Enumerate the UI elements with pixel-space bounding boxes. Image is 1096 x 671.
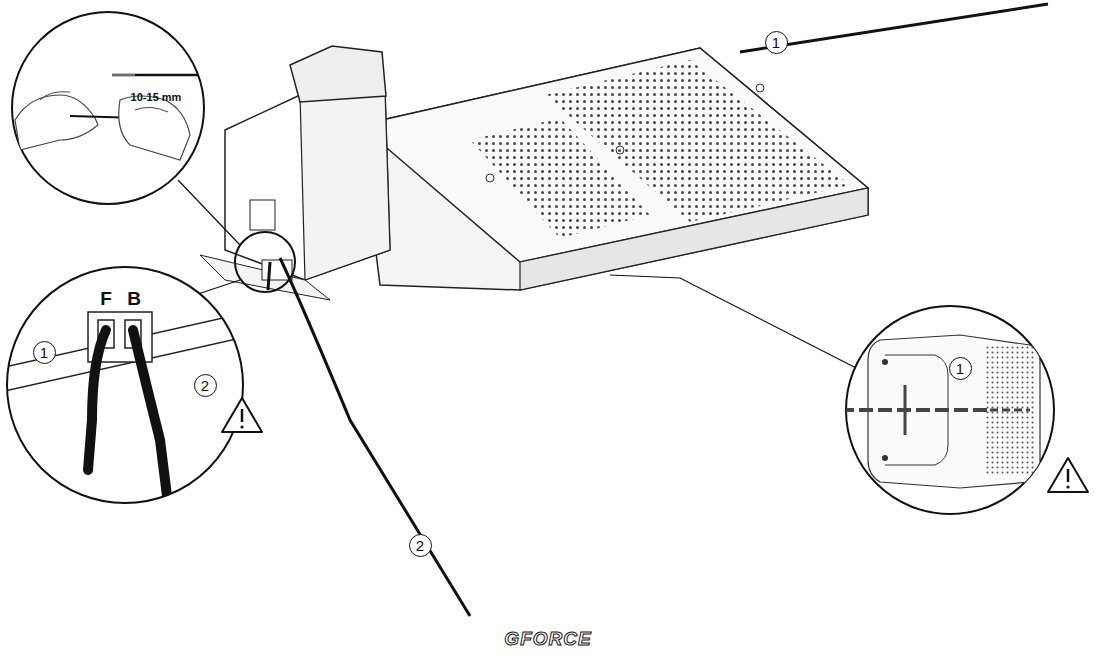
dimension-label: 10-15 mm [131, 92, 182, 103]
callout-number: 1 [765, 31, 788, 54]
terminal-name: F [100, 289, 112, 308]
callout-number: 2 [194, 374, 217, 397]
callout-number: 2 [409, 534, 432, 557]
warning-triangle [1048, 458, 1088, 492]
terminal-name: B [127, 289, 141, 308]
callout-number: 1 [949, 357, 972, 380]
callout-number: 1 [33, 341, 56, 364]
brand-logo: GFORCE [504, 629, 591, 648]
warning-triangle [222, 398, 262, 432]
